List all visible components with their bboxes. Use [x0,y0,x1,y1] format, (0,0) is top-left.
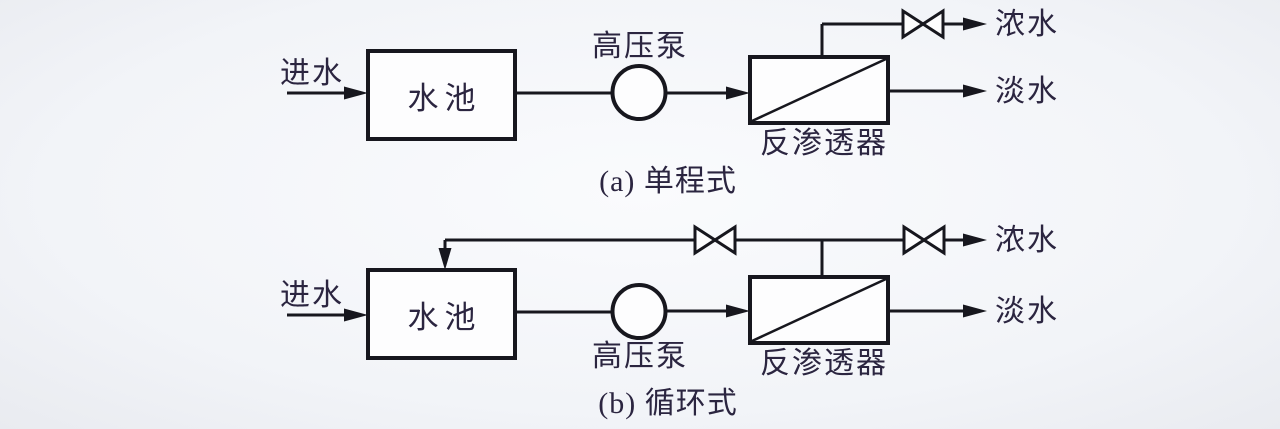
pump-circle-b [610,283,668,340]
tank-box-a [366,49,517,141]
permeate-arrowhead-b [963,304,987,318]
pump-label: 高压泵 [592,30,688,63]
diagram-a-linework [287,8,987,141]
ro-inlet-arrowhead-a [726,86,750,100]
tank-box-b [366,268,517,360]
feed-arrowhead-b [344,308,368,322]
tank-label: 水池 [407,299,482,335]
permeate-label: 淡水 [995,295,1059,328]
concentrate-label: 浓水 [995,224,1059,257]
recirculation-valve-icon-b-right [712,224,737,256]
concentrate-arrowhead-a [963,17,987,31]
diagram-b-linework [287,224,987,360]
concentrate-valve-icon-b-left [902,224,927,256]
ro-membrane-diagonal-a [751,57,887,123]
concentrate-valve-icon-a-right [920,8,945,40]
concentrate-valve-icon-b-right [921,224,946,256]
pump-label: 高压泵 [592,340,688,373]
concentrate-valve-icon-a-left [901,8,926,40]
diagram-b-caption: (b) 循环式 [598,387,738,420]
concentrate-arrowhead-b [963,233,987,247]
concentrate-label: 浓水 [995,8,1059,41]
feed-label: 进水 [280,57,344,90]
ro-inlet-arrowhead-b [726,304,750,318]
tank-label: 水池 [407,80,482,116]
recirculation-arrowhead-b [438,248,452,270]
pump-circle-a [610,64,668,121]
recirculation-valve-icon-b-left [693,224,718,256]
permeate-label: 淡水 [995,75,1059,108]
feed-arrowhead-a [344,86,368,100]
ro-label: 反渗透器 [760,127,888,160]
ro-label: 反渗透器 [760,347,888,380]
diagram-a-caption: (a) 单程式 [599,165,737,198]
ro-membrane-diagonal-b [751,277,887,343]
feed-label: 进水 [280,279,344,312]
permeate-arrowhead-a [963,84,987,98]
